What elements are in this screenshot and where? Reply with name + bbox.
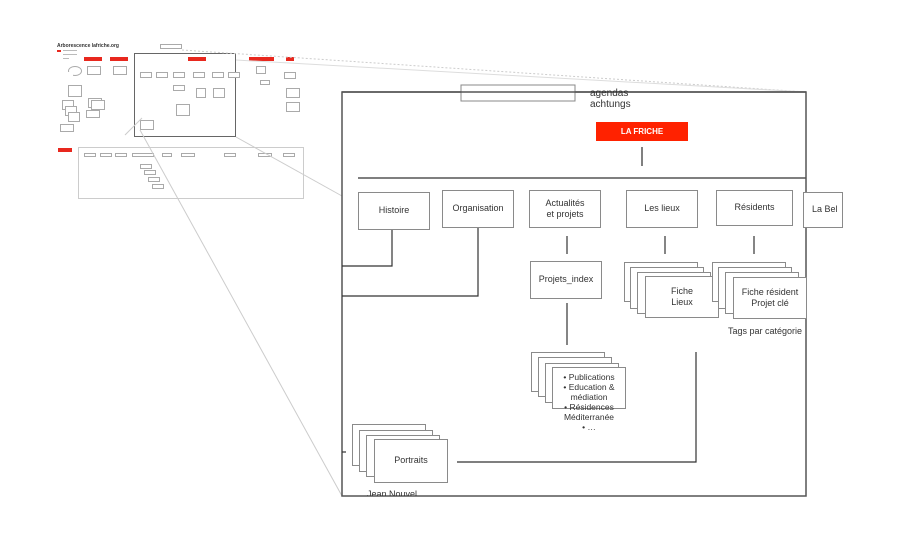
- legend-line: [63, 58, 69, 59]
- overview-node: [173, 85, 185, 91]
- projets-item: • Résidences: [564, 402, 614, 412]
- tags-note: Tags par catégorie: [728, 326, 803, 336]
- overview-bottom-panel: [78, 147, 304, 199]
- overview-node: [86, 110, 100, 118]
- overview-node: [173, 72, 185, 78]
- overview-node: [193, 72, 205, 78]
- portraits-note: Jean Nouvel: [367, 489, 418, 496]
- overview-node: [162, 153, 172, 157]
- overview-node: [160, 44, 182, 49]
- node-fiche-lieux[interactable]: Fiche Lieux: [645, 276, 719, 318]
- projets-item: • Education &: [563, 382, 615, 392]
- node-les-lieux[interactable]: Les lieux: [626, 190, 698, 228]
- overview-node: [60, 124, 74, 132]
- overview-header-red: [110, 57, 128, 61]
- overview-node: [144, 170, 156, 175]
- overview-node: [196, 88, 206, 98]
- overview-node: [286, 102, 300, 112]
- overview-title: Arborescence lafriche.org: [57, 43, 119, 49]
- overview-node: [283, 153, 295, 157]
- overview-header-red: [188, 57, 206, 61]
- zoom-guide-line: [235, 136, 343, 197]
- overview-node: [68, 112, 80, 122]
- overview-node: [148, 177, 160, 182]
- overview-node: [100, 153, 112, 157]
- overview-node: [181, 153, 195, 157]
- note-agendas: agendas: [590, 88, 629, 99]
- legend-line: [63, 50, 77, 51]
- overview-header-red: [286, 57, 294, 61]
- overview-header-red: [249, 57, 274, 61]
- overview-node: [140, 164, 152, 169]
- overview-node: [260, 80, 270, 85]
- projets-item: • Publications: [563, 372, 615, 382]
- legend-red-swatch: [57, 50, 61, 52]
- root-node-la-friche[interactable]: LA FRICHE: [596, 122, 688, 141]
- node-projets-list[interactable]: • Publications • Education & médiation •…: [552, 367, 626, 432]
- legend-line: [63, 54, 77, 55]
- overview-node: [68, 66, 82, 76]
- overview-node: [84, 153, 96, 157]
- zoom-guide-line: [235, 59, 807, 93]
- node-portraits[interactable]: Portraits: [374, 439, 448, 483]
- overview-viewport-frame: [134, 53, 236, 137]
- overview-node: [113, 66, 127, 75]
- overview-node: [286, 88, 300, 98]
- node-histoire[interactable]: Histoire: [358, 192, 430, 230]
- overview-node: [176, 104, 190, 116]
- overview-node: [284, 72, 296, 79]
- overview-node: [228, 72, 240, 78]
- overview-node: [213, 88, 225, 98]
- overview-node: [224, 153, 236, 157]
- overview-node: [256, 66, 266, 74]
- overview-node: [156, 72, 168, 78]
- overview-node: [140, 72, 152, 78]
- node-actualites[interactable]: Actualités et projets: [529, 190, 601, 228]
- zoom-guide-line: [139, 129, 343, 497]
- overview-node: [68, 85, 82, 97]
- overview-node: [115, 153, 127, 157]
- projets-item: Méditerranée: [563, 412, 615, 422]
- overview-header-red: [84, 57, 102, 61]
- overview-node: [59, 72, 73, 80]
- overview-node: [140, 120, 154, 130]
- node-projets-index[interactable]: Projets_index: [530, 261, 602, 299]
- overview-node: [212, 72, 224, 78]
- projets-item: • …: [582, 422, 596, 432]
- overview-header-red: [58, 148, 72, 152]
- node-fiche-resident[interactable]: Fiche résident Projet clé: [733, 277, 807, 319]
- projets-item: médiation: [570, 392, 608, 402]
- node-residents[interactable]: Résidents: [716, 190, 793, 226]
- note-achtungs: achtungs: [590, 99, 631, 110]
- zoom-guide-line: [181, 49, 807, 93]
- node-organisation[interactable]: Organisation: [442, 190, 514, 228]
- truncated-top-box: [460, 84, 576, 102]
- overview-node: [87, 66, 101, 75]
- node-la-belle[interactable]: La Bel: [803, 192, 843, 228]
- overview-node: [91, 100, 105, 110]
- overview-node: [152, 184, 164, 189]
- zoom-guide-line: [124, 117, 143, 136]
